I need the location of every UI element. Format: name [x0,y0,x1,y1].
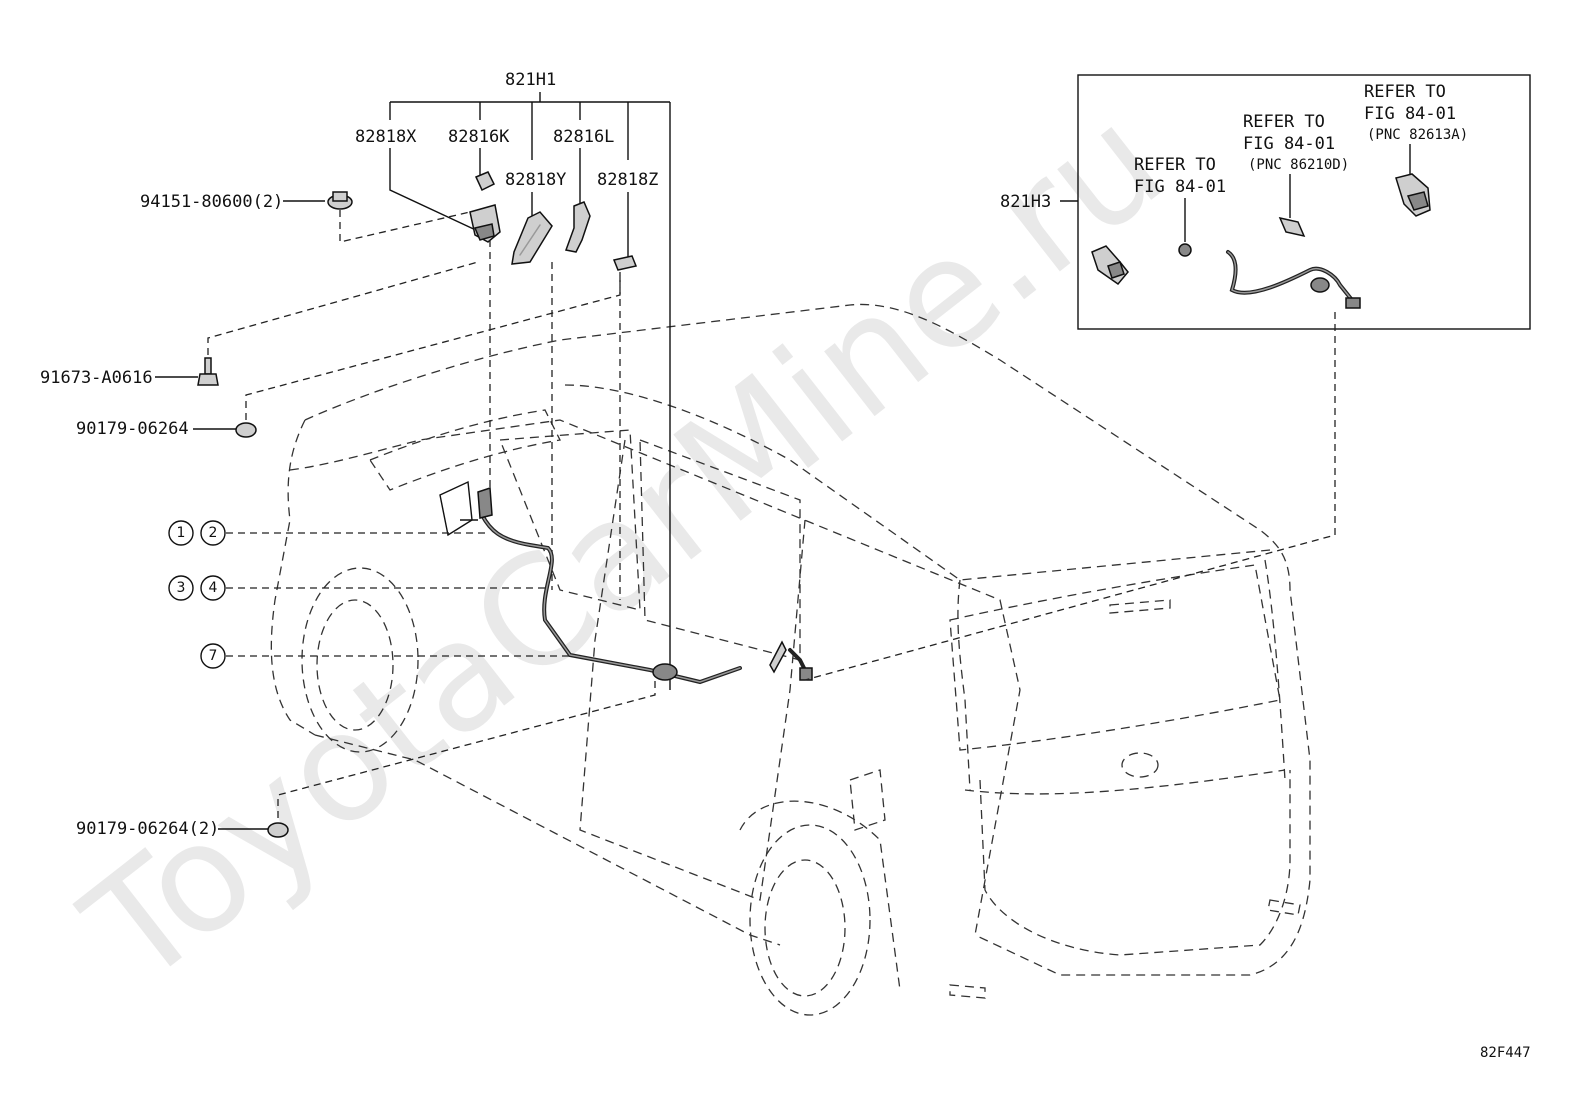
protector-82818y[interactable] [511,211,553,265]
wire-harness-main[interactable] [477,486,813,685]
part-label-94151[interactable]: 94151-80600(2) [140,192,283,212]
refer-note-1-line2: FIG 84-01 [1134,177,1226,197]
part-label-82816k[interactable]: 82816K [448,127,510,147]
inset-wire-harness[interactable] [1226,250,1361,309]
vehicle-outline [270,303,1311,1016]
group-label-821h3[interactable]: 821H3 [1000,192,1051,212]
refer-note-1-line1: REFER TO [1134,155,1216,175]
bolt-91673[interactable]: 91673-A0616 [40,261,479,388]
inset-clip[interactable] [1278,216,1306,238]
inset-bracket[interactable] [1091,245,1129,286]
part-label-82816l[interactable]: 82816L [553,127,614,147]
nut-90179-a[interactable]: 90179-06264 [76,272,621,439]
part-label-90179-a[interactable]: 90179-06264 [76,419,189,439]
protector-82816l[interactable] [564,201,591,253]
part-label-91673[interactable]: 91673-A0616 [40,368,153,388]
group-label-821h1[interactable]: 821H1 [505,70,556,90]
svg-text:7: 7 [209,648,218,664]
refer-note-2-line3: (PNC 86210D) [1248,157,1349,173]
inset-frame [1077,74,1531,330]
part-label-82818z[interactable]: 82818Z [597,170,658,190]
inset-grommet[interactable] [1178,243,1192,257]
inset-harness-group: 821H3 REFER TO FIG 84-01 REFER TO FIG 84… [804,74,1531,681]
svg-text:1: 1 [177,525,186,541]
callout-7[interactable]: 7 [200,643,226,669]
nut-94151[interactable]: 94151-80600(2) [140,191,471,243]
refer-note-3-line2: FIG 84-01 [1364,104,1456,124]
bracket-82818x[interactable] [469,204,501,243]
clip-82818z[interactable] [612,255,638,271]
svg-text:4: 4 [209,580,218,596]
part-label-82818y[interactable]: 82818Y [505,170,566,190]
figure-code: 82F447 [1480,1045,1531,1061]
callout-2[interactable]: 2 [200,520,226,546]
clamp-82816k[interactable] [474,171,496,192]
part-label-90179-b[interactable]: 90179-06264(2) [76,819,219,839]
svg-text:2: 2 [209,525,218,541]
inset-connector-bracket[interactable] [1395,173,1431,217]
watermark-text: ToyotaCarMine.ru [54,74,1195,1018]
callout-1[interactable]: 1 [168,520,194,546]
refer-note-2-line2: FIG 84-01 [1243,134,1335,154]
refer-note-3-line3: (PNC 82613A) [1367,127,1468,143]
refer-note-3-line1: REFER TO [1364,82,1446,102]
nut-90179-b[interactable]: 90179-06264(2) [76,680,656,839]
main-harness-group: 821H1 82818X 82816K 82816L 82818Y 82818Z [355,70,671,690]
part-label-82818x[interactable]: 82818X [355,127,417,147]
callout-4[interactable]: 4 [200,575,226,601]
svg-text:3: 3 [177,580,186,596]
refer-note-2-line1: REFER TO [1243,112,1325,132]
callout-3[interactable]: 3 [168,575,194,601]
